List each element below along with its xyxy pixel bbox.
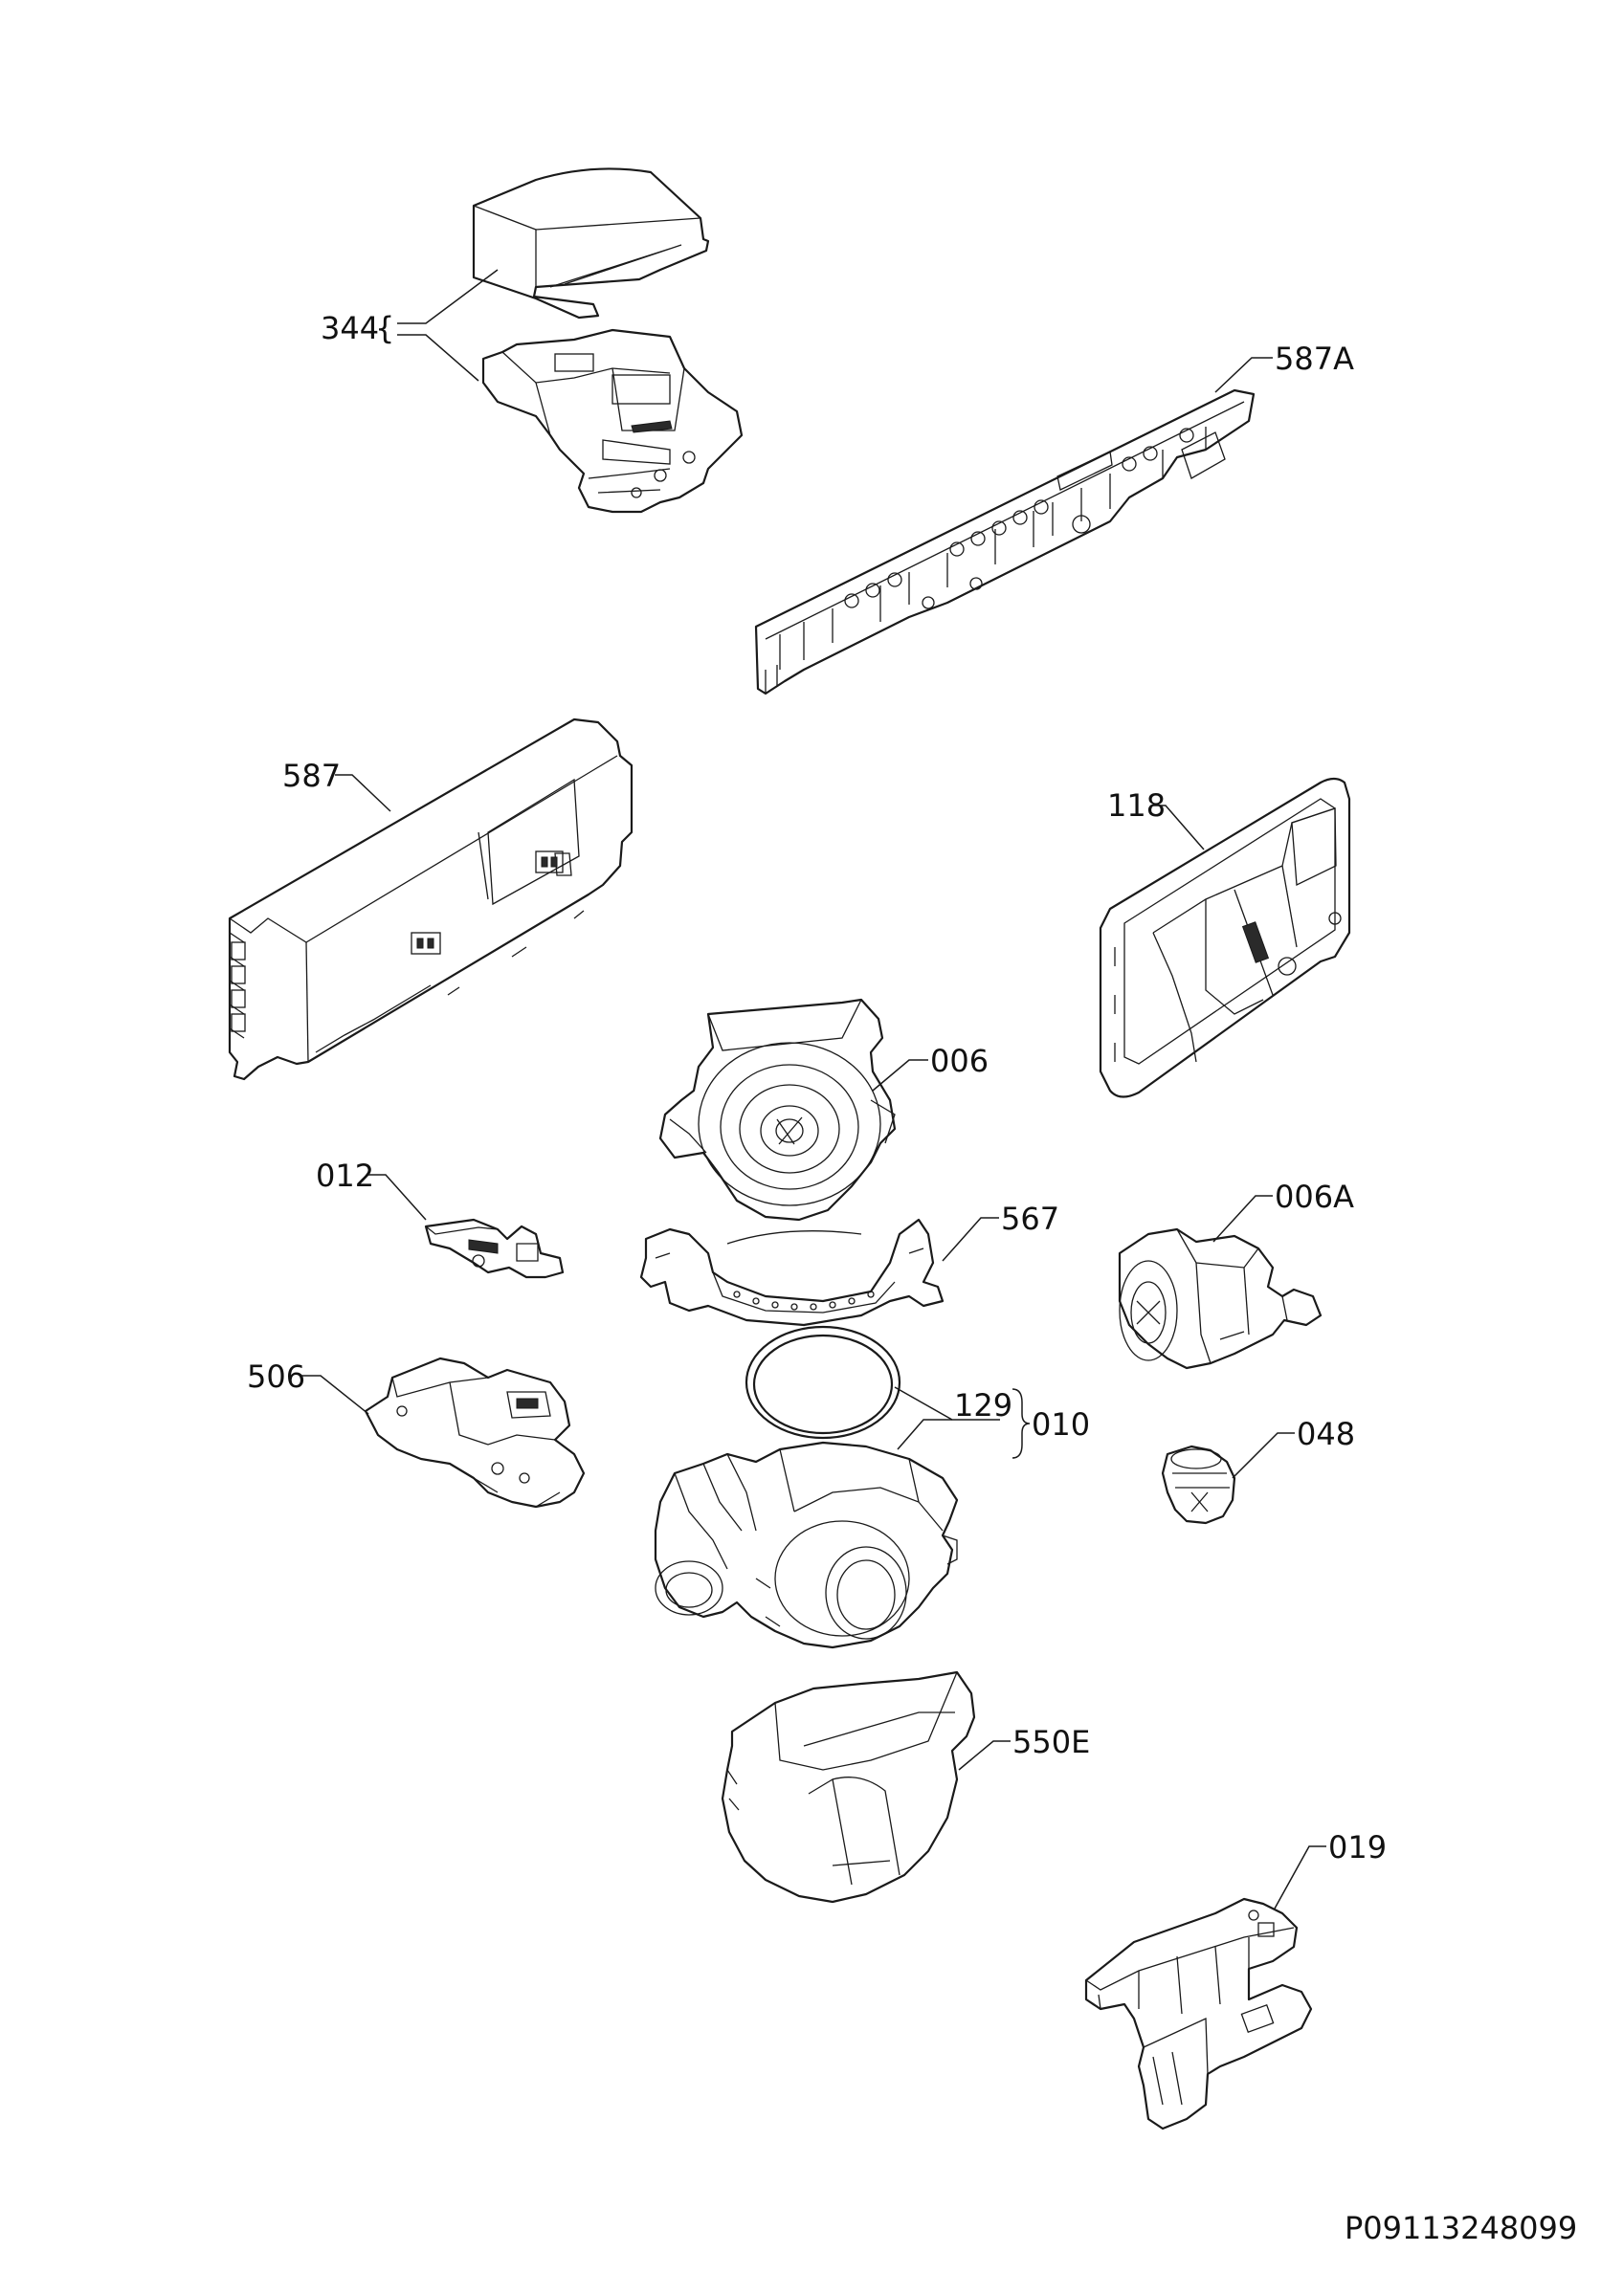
leader-550E bbox=[958, 1740, 1011, 1771]
label-550E: 550E bbox=[1012, 1724, 1090, 1760]
part-587 bbox=[228, 718, 634, 1081]
part-129 bbox=[745, 1325, 901, 1440]
part-019 bbox=[1084, 1897, 1313, 2130]
leader-344-cover bbox=[397, 269, 499, 324]
leader-118 bbox=[1151, 805, 1205, 850]
part-587A bbox=[754, 388, 1256, 695]
label-129: 129 bbox=[954, 1387, 1012, 1424]
label-567: 567 bbox=[1001, 1201, 1059, 1237]
part-567 bbox=[639, 1218, 945, 1327]
label-506: 506 bbox=[247, 1358, 305, 1395]
leader-506 bbox=[301, 1375, 369, 1415]
part-118 bbox=[1099, 777, 1351, 1098]
label-012: 012 bbox=[316, 1158, 374, 1194]
leader-129-heater bbox=[897, 1419, 952, 1450]
label-344-brace: { bbox=[375, 310, 394, 346]
part-344-board bbox=[481, 328, 744, 514]
leader-567 bbox=[942, 1217, 999, 1262]
leader-048 bbox=[1232, 1432, 1295, 1479]
label-048: 048 bbox=[1297, 1416, 1355, 1452]
part-006A bbox=[1118, 1227, 1323, 1370]
drawing-code: P09113248099 bbox=[1345, 2210, 1577, 2246]
leader-587 bbox=[335, 774, 391, 812]
label-006A: 006A bbox=[1275, 1179, 1354, 1215]
part-012 bbox=[424, 1218, 565, 1279]
leader-587A bbox=[1214, 357, 1273, 393]
label-019: 019 bbox=[1328, 1829, 1387, 1866]
label-006: 006 bbox=[930, 1043, 989, 1079]
label-587A: 587A bbox=[1275, 341, 1354, 377]
part-048 bbox=[1161, 1445, 1236, 1525]
label-587: 587 bbox=[282, 758, 341, 794]
leader-006 bbox=[872, 1059, 928, 1092]
part-344-cover bbox=[472, 167, 710, 320]
label-010: 010 bbox=[1032, 1406, 1090, 1443]
brace-010 bbox=[1012, 1388, 1031, 1459]
bracket-hole-row bbox=[733, 1291, 875, 1311]
leader-344-board bbox=[397, 334, 479, 382]
label-344: 344 bbox=[321, 310, 379, 346]
panel-button-row bbox=[844, 428, 1194, 608]
part-006 bbox=[658, 998, 897, 1222]
leader-012 bbox=[368, 1174, 427, 1221]
connector-587-a bbox=[535, 850, 564, 873]
leader-006A bbox=[1212, 1195, 1273, 1243]
leader-019 bbox=[1274, 1845, 1326, 1910]
part-550E bbox=[721, 1670, 976, 1904]
part-010-heater-pump bbox=[654, 1441, 959, 1649]
connector-587-b bbox=[411, 932, 441, 955]
part-506 bbox=[364, 1357, 586, 1509]
